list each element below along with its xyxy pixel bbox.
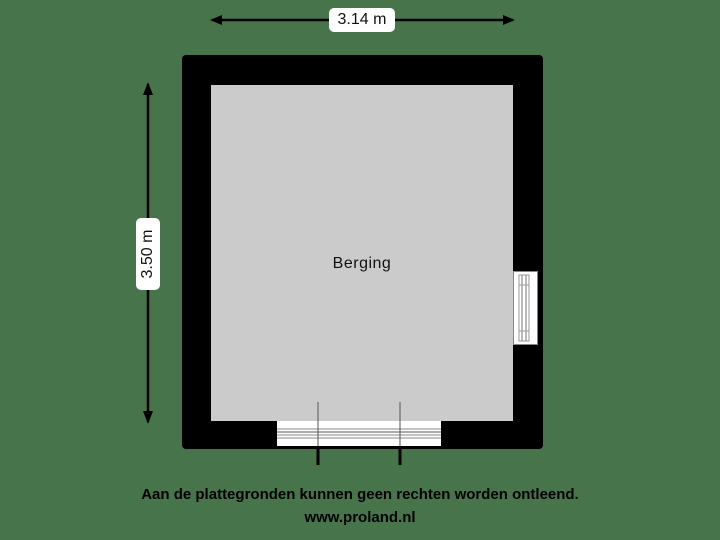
disclaimer-text: Aan de plattegronden kunnen geen rechten… (141, 486, 579, 503)
room-label: Berging (332, 255, 392, 272)
width-dimension-label: 3.14 m (329, 8, 395, 32)
window-right (513, 271, 538, 345)
window-bottom (277, 421, 441, 446)
website-link[interactable]: www.proland.nl (304, 509, 416, 526)
room-berging (211, 85, 513, 421)
